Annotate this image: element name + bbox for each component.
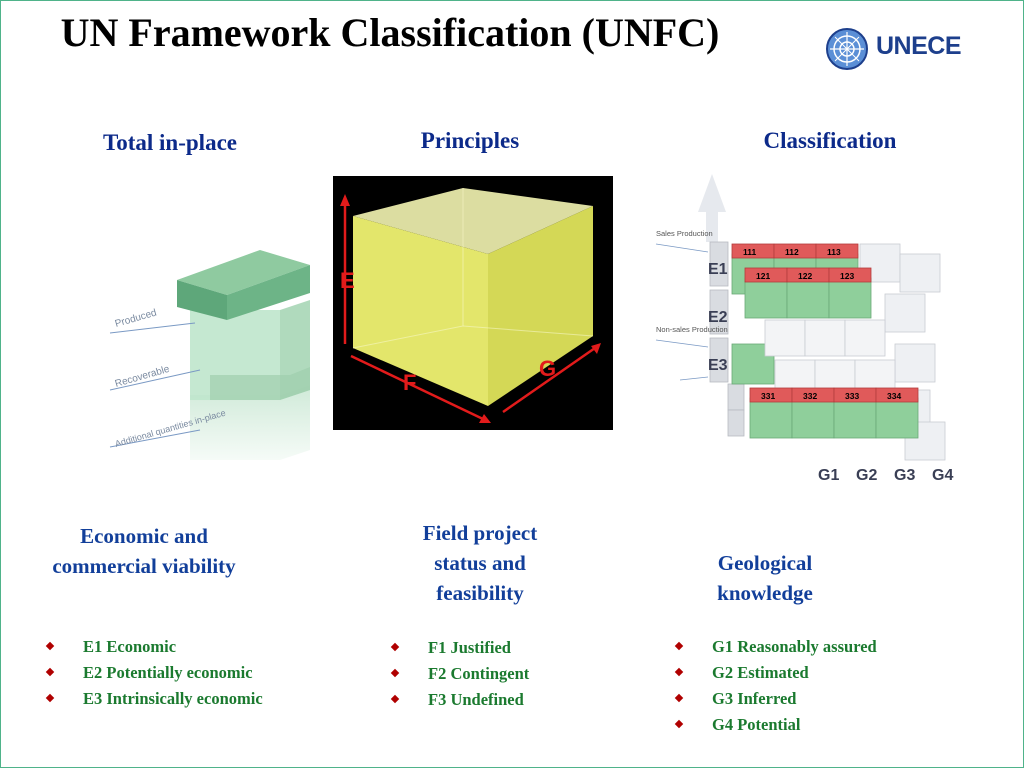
- unece-logo-text: UNECE: [876, 32, 962, 60]
- list-item: G2 Estimated: [674, 660, 877, 686]
- heading-principles: Principles: [420, 128, 520, 153]
- recoverable-inner-block: [210, 367, 310, 400]
- cell-113: 113: [827, 247, 841, 257]
- heading-classification: Classification: [763, 128, 897, 153]
- heading-total-in-place: Total in-place: [103, 130, 237, 155]
- unece-logo: UNECE: [824, 26, 984, 72]
- e-bullet-list: E1 Economic E2 Potentially economic E3 I…: [45, 634, 263, 712]
- list-item: G1 Reasonably assured: [674, 634, 877, 660]
- axis-g-label: G: [539, 356, 556, 381]
- non-sales-production-label: Non-sales Production: [656, 325, 728, 334]
- e1-label: E1: [708, 261, 728, 278]
- cell-112: 112: [785, 247, 799, 257]
- cell-333: 333: [845, 391, 859, 401]
- list-item: F1 Justified: [390, 635, 529, 661]
- g4-label: G4: [932, 467, 953, 484]
- list-item: E1 Economic: [45, 634, 263, 660]
- cell-123: 123: [840, 271, 854, 281]
- f-bullet-list: F1 Justified F2 Contingent F3 Undefined: [390, 635, 529, 713]
- g-bullet-list: G1 Reasonably assured G2 Estimated G3 In…: [674, 634, 877, 738]
- axis-f: [350, 354, 484, 421]
- cell-111: 111: [743, 247, 757, 257]
- sales-production-label: Sales Production: [656, 229, 713, 238]
- list-item: E3 Intrinsically economic: [45, 686, 263, 712]
- principles-cube-figure: E F G: [333, 176, 613, 430]
- total-in-place-figure: Produced Recoverable Additional quantiti…: [109, 250, 310, 460]
- produced-block-side: [227, 265, 310, 320]
- slide-title: UN Framework Classification (UNFC): [60, 10, 720, 55]
- g2-label: G2: [856, 467, 877, 484]
- cell-331: 331: [761, 391, 775, 401]
- produced-block-front: [177, 280, 227, 320]
- subheading-geological: Geological knowledge: [717, 551, 813, 605]
- cell-121: 121: [756, 271, 770, 281]
- cell-334: 334: [887, 391, 901, 401]
- axis-g: [502, 346, 596, 414]
- list-item: F3 Undefined: [390, 687, 529, 713]
- e3-label: E3: [708, 357, 728, 374]
- cell-332: 332: [803, 391, 817, 401]
- cube-top: [353, 188, 593, 254]
- axis-f-label: F: [403, 370, 416, 395]
- list-item: F2 Contingent: [390, 661, 529, 687]
- additional-block: [190, 385, 310, 460]
- cube-side: [488, 206, 593, 406]
- recoverable-label: Recoverable: [114, 364, 171, 390]
- produced-block-top: [177, 250, 310, 295]
- subheading-field-project: Field project status and feasibility: [422, 521, 538, 605]
- cell-122: 122: [798, 271, 812, 281]
- e2-label: E2: [708, 309, 728, 326]
- axis-e-label: E: [340, 268, 355, 293]
- cube-front: [353, 216, 488, 406]
- list-item: E2 Potentially economic: [45, 660, 263, 686]
- list-item: G3 Inferred: [674, 686, 877, 712]
- g1-label: G1: [818, 467, 839, 484]
- list-item: G4 Potential: [674, 712, 877, 738]
- un-emblem-icon: [826, 28, 868, 70]
- produced-label: Produced: [114, 308, 158, 330]
- classification-figure: 111 112 113 121 122 123 331 332 333 334 …: [655, 174, 953, 484]
- g3-label: G3: [894, 467, 915, 484]
- subheading-economic: Economic and commercial viability: [52, 524, 236, 578]
